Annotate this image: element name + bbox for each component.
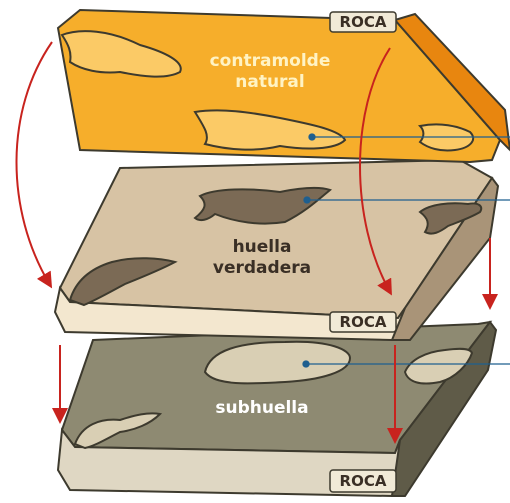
cast-label-line2: natural — [235, 72, 305, 92]
leader-true-track-dot — [304, 197, 310, 203]
rock-label-middle: ROCA — [340, 313, 387, 331]
leader-undertrack-dot — [303, 361, 309, 367]
undertrack-label: subhuella — [215, 398, 308, 418]
arrow-left-curve — [16, 42, 52, 285]
rock-label-top-group: ROCA — [330, 12, 396, 32]
rock-label-bottom-group: ROCA — [330, 470, 396, 492]
true-track-label-line2: verdadera — [213, 258, 311, 278]
rock-label-middle-group: ROCA — [330, 312, 396, 332]
true-track-label-line1: huella — [233, 237, 292, 257]
leader-cast-dot — [309, 134, 315, 140]
cast-label-line1: contramolde — [210, 51, 331, 71]
rock-label-top: ROCA — [340, 13, 387, 31]
rock-label-bottom: ROCA — [340, 472, 387, 490]
